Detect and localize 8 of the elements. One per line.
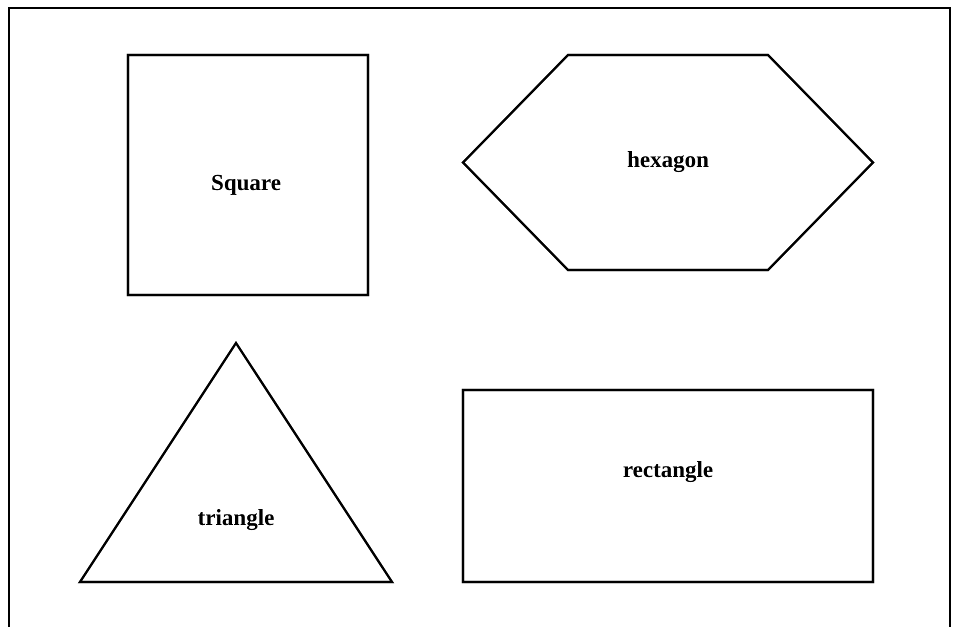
square-shape [126,54,370,296]
hexagon-shape [461,54,875,272]
shape-label: triangle [198,505,274,531]
rectangle-shape [462,388,874,584]
shape-label: hexagon [627,147,709,173]
triangle-shape [78,340,394,584]
shape-label: rectangle [622,457,714,483]
shape-label: Square [211,170,281,196]
